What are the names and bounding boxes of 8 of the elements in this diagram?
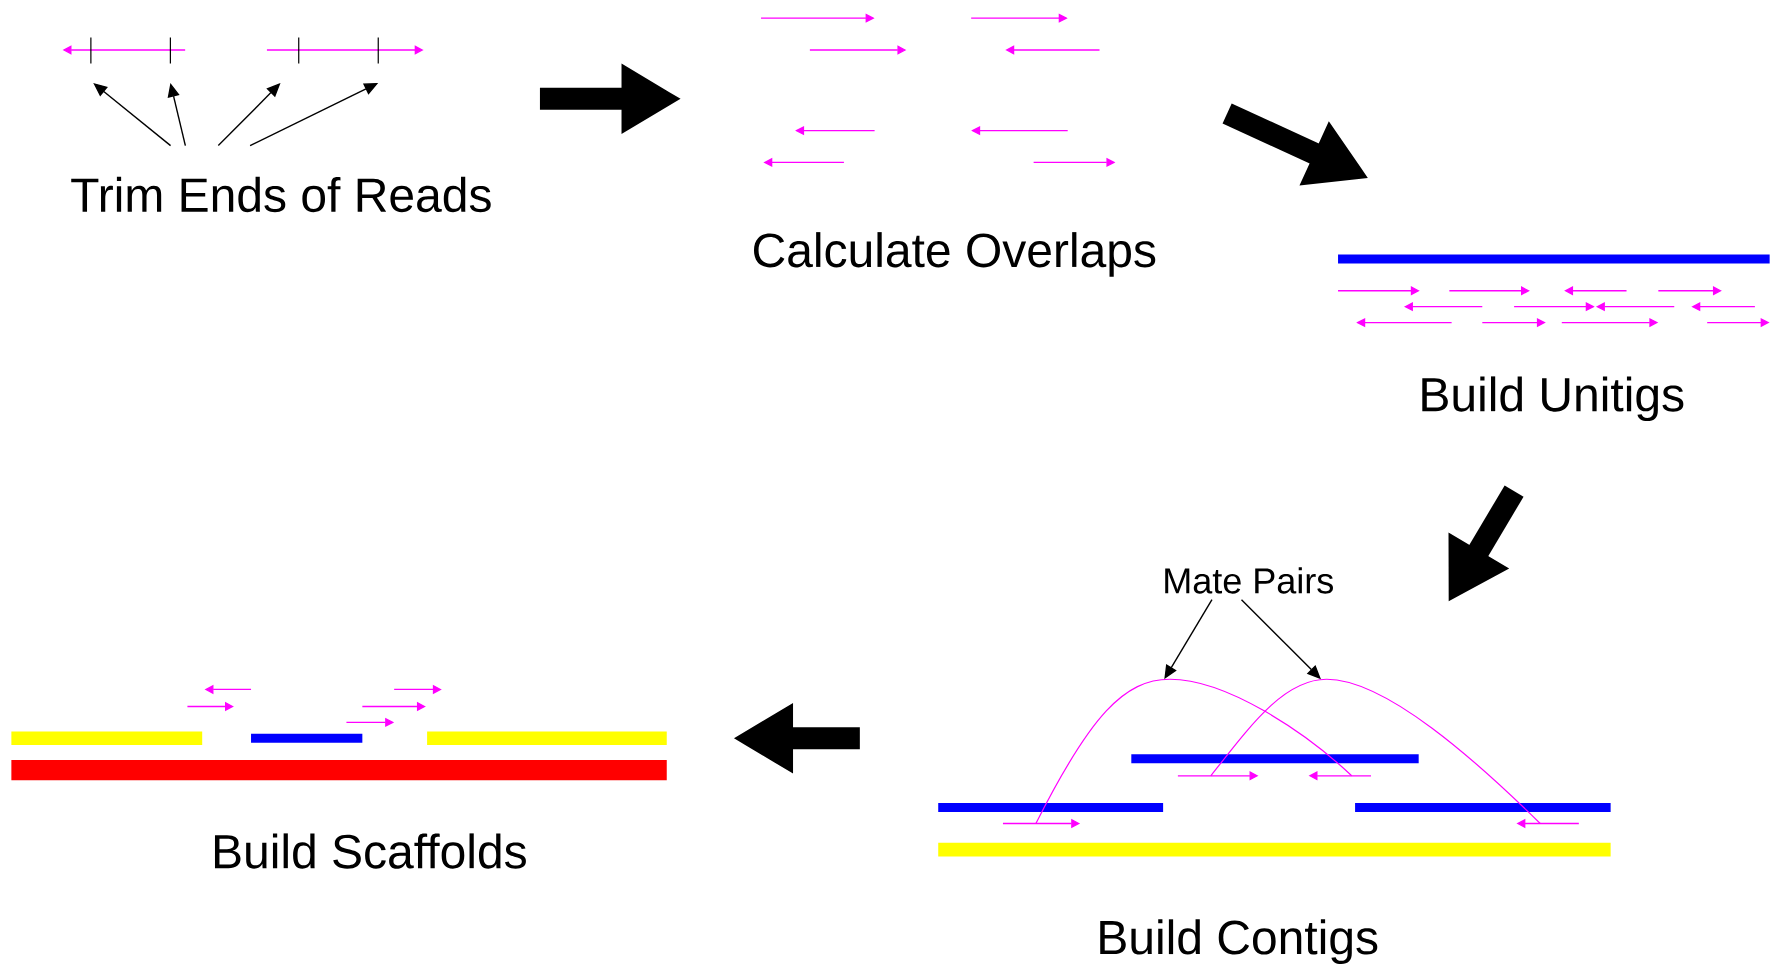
stage-label: Build Contigs <box>1100 919 1378 964</box>
callout-label: Mate Pairs <box>1165 567 1333 594</box>
stage-label: Build Scaffolds <box>215 833 526 869</box>
stage-label: Calculate Overlaps <box>754 231 1156 277</box>
leader-line <box>1240 598 1321 679</box>
stage-label: Build Unitigs <box>1422 376 1684 421</box>
stage-label: Trim Ends of Reads <box>71 176 491 212</box>
leader-line <box>1164 598 1213 679</box>
